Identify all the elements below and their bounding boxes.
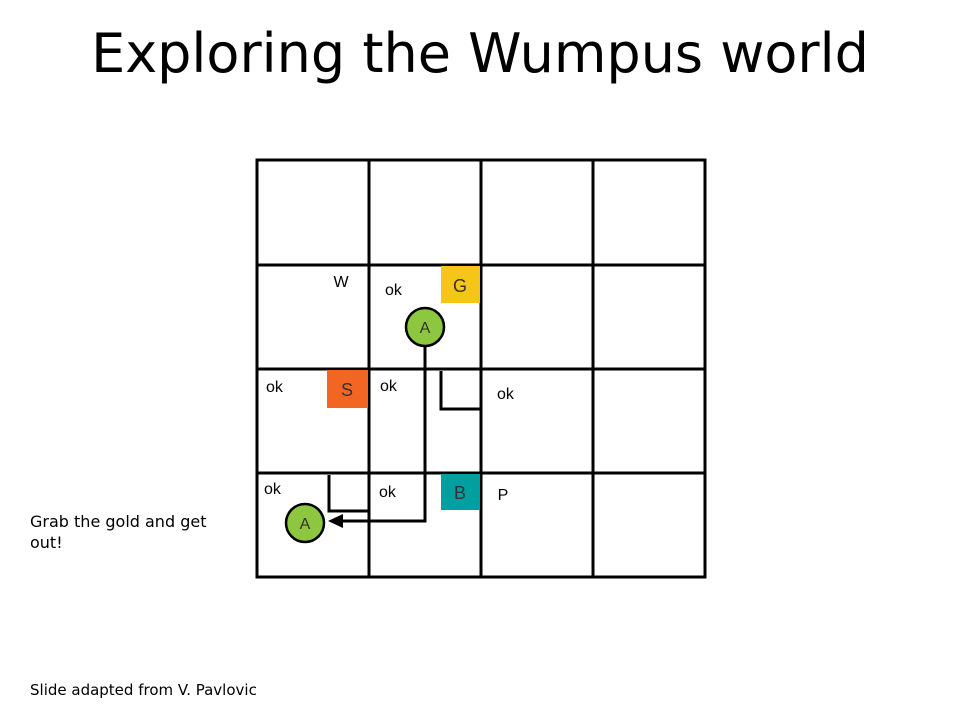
ok-label-3-2: ok — [497, 386, 515, 403]
pit-label: P — [498, 487, 509, 504]
gold-fill — [441, 266, 480, 303]
grid-lines — [255, 158, 707, 579]
agent-start: A — [284, 502, 326, 544]
visited-marker-2-2 — [439, 371, 481, 411]
agent-current-label: A — [420, 320, 431, 337]
stench-fill — [327, 370, 368, 408]
visited-marker-1-1 — [327, 475, 369, 513]
wumpus-label: W — [333, 274, 349, 291]
agent-current: A — [404, 306, 446, 348]
ok-label-2-2: ok — [380, 378, 398, 395]
stench-label: S — [341, 380, 353, 400]
stench-box: S — [327, 370, 368, 408]
slide-credit: Slide adapted from V. Pavlovic — [30, 681, 257, 699]
agent-start-label: A — [300, 516, 311, 533]
return-path-arrow — [328, 327, 427, 528]
page-title: Exploring the Wumpus world — [91, 22, 869, 85]
gold-label: G — [453, 276, 467, 296]
instruction-note: Grab the gold and get out! — [30, 512, 207, 552]
ok-label-2-1: ok — [379, 484, 397, 501]
ok-label-2-3: ok — [385, 282, 403, 299]
ok-label-1-2: ok — [266, 379, 284, 396]
breeze-box: B — [441, 474, 480, 510]
breeze-label: B — [454, 483, 466, 503]
ok-label-1-1: ok — [264, 481, 282, 498]
breeze-fill — [441, 474, 480, 510]
gold-box: G — [441, 266, 480, 303]
